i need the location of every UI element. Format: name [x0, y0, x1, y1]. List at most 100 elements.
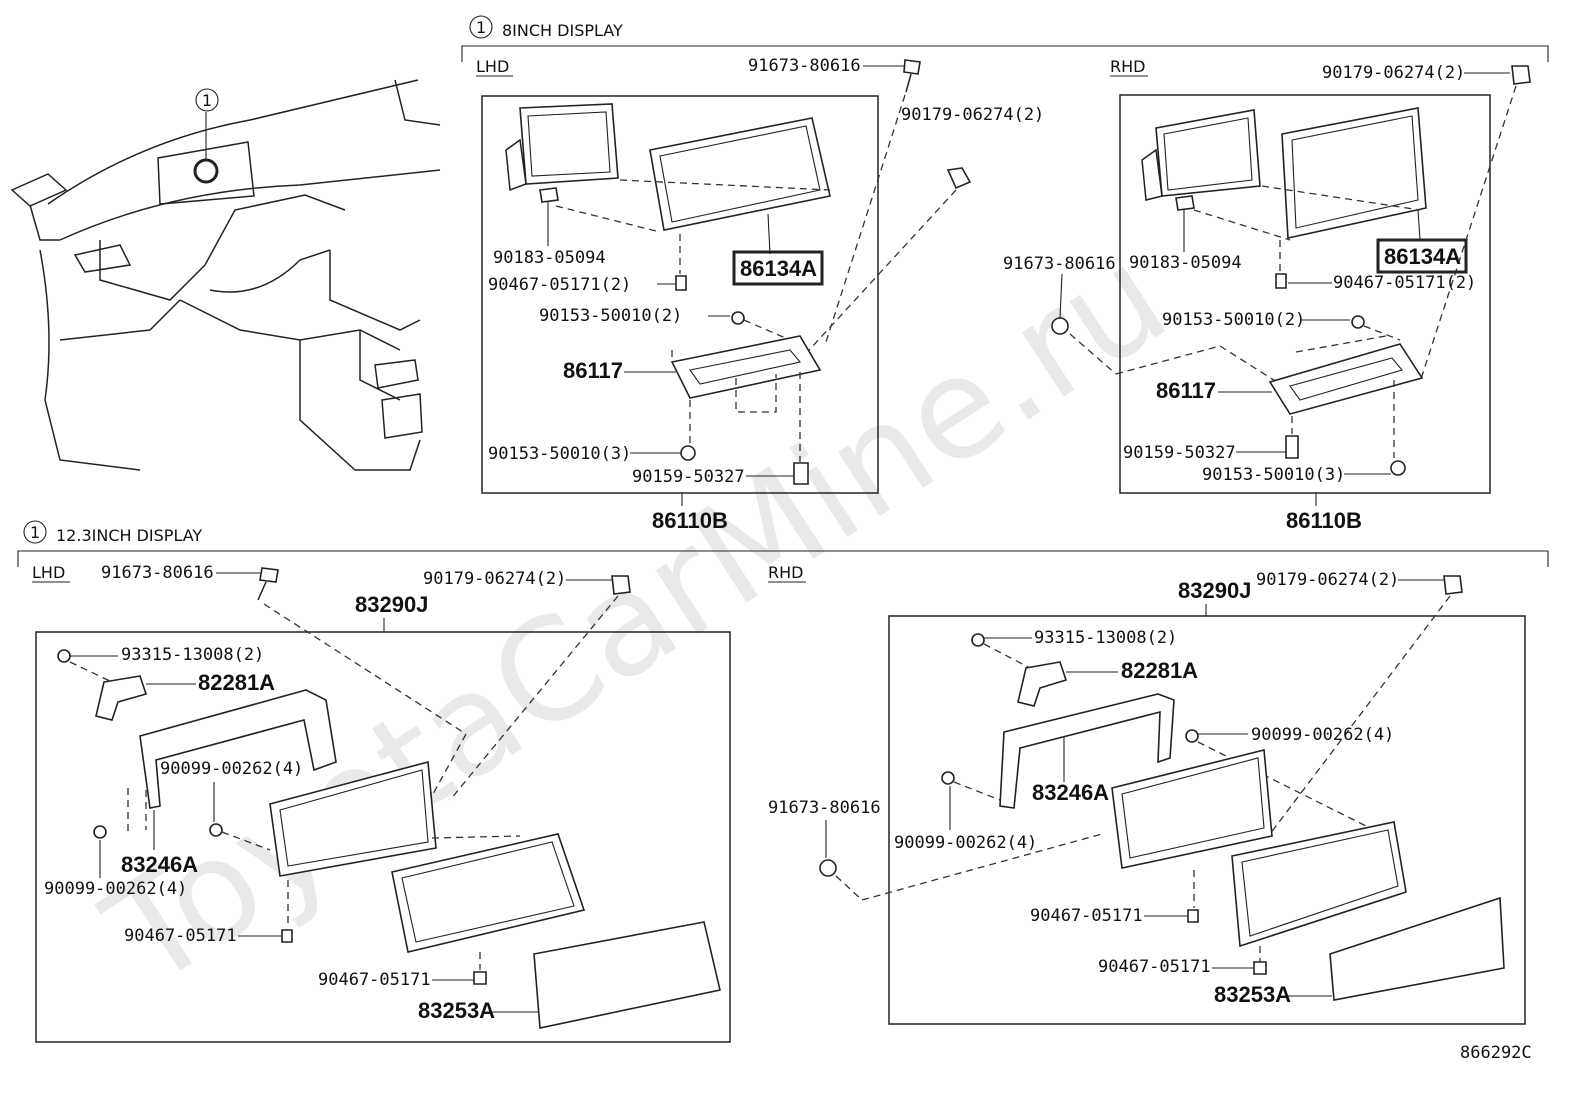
part-number-label: 90179-06274(2): [1322, 63, 1465, 83]
part-number-label: 90467-05171: [1030, 906, 1143, 926]
diagram-stroke: [861, 833, 1103, 901]
diagram-stroke: [59, 299, 181, 341]
diagram-stroke: [953, 781, 1001, 801]
diagram-stroke: [1197, 741, 1367, 827]
display-bezel: [1231, 821, 1407, 948]
diagram-stroke: [461, 45, 1549, 62]
display-unit: [1155, 109, 1261, 197]
diagram-stroke: [1275, 273, 1287, 289]
diagram-stroke: [1269, 595, 1451, 835]
diagram-stroke: [204, 194, 346, 266]
part-number-label: 1: [30, 523, 40, 542]
display-location-circle: [193, 158, 219, 184]
rhd-label: RHD: [768, 563, 803, 582]
part-number-label: 86110B: [652, 508, 728, 533]
display-bezel: [391, 833, 586, 953]
diagram-stroke: [29, 204, 60, 241]
part-number-label: 90153-50010(3): [488, 444, 631, 464]
diagram-stroke: [281, 929, 293, 943]
part-number-label: 1: [476, 18, 486, 37]
diagram-stroke: [23, 520, 47, 544]
rhd-12inch-box: [888, 615, 1526, 1025]
display-frame: [999, 693, 1175, 809]
diagram-stroke: [1363, 325, 1401, 341]
diagram-stroke: [1261, 185, 1421, 211]
screw-icon: [259, 567, 279, 583]
diagram-stroke: [1175, 195, 1195, 211]
diagram-stroke: [209, 823, 223, 837]
part-number-label: 83290J: [1178, 578, 1251, 603]
diagram-stroke: [1241, 829, 1399, 937]
screw-icon: [819, 859, 837, 877]
diagram-stroke: [69, 661, 113, 683]
diagram-stroke: [1141, 148, 1163, 201]
lhd-label: LHD: [32, 563, 65, 582]
part-number-label: 86117: [1156, 378, 1216, 403]
diagram-stroke: [39, 249, 141, 471]
diagram-stroke: [743, 319, 791, 341]
diagram-stroke: [1121, 757, 1265, 859]
part-number-label: 83246A: [1032, 780, 1109, 805]
screw-icon: [903, 59, 921, 75]
part-number-label: 90159-50327: [1123, 443, 1236, 463]
section-12inch-title: 12.3INCH DISPLAY: [56, 526, 202, 545]
part-number-label: 82281A: [198, 670, 275, 695]
cover-glass: [1329, 896, 1505, 1001]
diagram-stroke: [1069, 333, 1117, 375]
diagram-stroke: [941, 771, 955, 785]
part-number-label: 90179-06274(2): [423, 569, 566, 589]
part-number-label: 90099-00262(4): [160, 759, 303, 779]
diagram-stroke: [257, 581, 267, 601]
diagram-stroke: [157, 141, 255, 205]
diagram-stroke: [799, 189, 957, 361]
part-number-label: 83290J: [355, 592, 428, 617]
mounting-bracket-a: [95, 675, 148, 721]
diagram-stroke: [1289, 357, 1403, 401]
part-number-label: 93315-13008(2): [1034, 628, 1177, 648]
diagram-stroke: [824, 94, 906, 346]
part-number-label: 90099-00262(4): [894, 833, 1037, 853]
callout-marker: [195, 88, 219, 112]
diagram-stroke: [394, 79, 441, 126]
lhd-label: LHD: [476, 57, 509, 76]
part-number-label: 91673-80616: [768, 798, 881, 818]
part-number-label: 86134A: [1384, 244, 1461, 269]
lhd-12inch-group: LHD 91673-80616 90179-06274(2) 83290J 93…: [32, 563, 731, 1043]
diagram-stroke: [689, 349, 802, 385]
diagram-stroke: [539, 187, 559, 203]
diagram-stroke: [735, 374, 777, 413]
diagram-stroke: [659, 125, 821, 223]
part-number-label: 91673-80616: [1003, 254, 1116, 274]
display-unit: [519, 103, 619, 185]
cover-glass: [533, 921, 721, 1029]
diagram-stroke: [179, 299, 401, 351]
panel-part-box: [1376, 238, 1468, 274]
clip-icon: [1443, 575, 1463, 595]
part-number-label: 90179-06274(2): [1256, 570, 1399, 590]
part-number-label: 90153-50010(3): [1202, 465, 1345, 485]
lhd-8inch-group: LHD 91673-80616 90179-06274(2) 90183-050…: [476, 56, 1044, 533]
diagram-stroke: [17, 550, 1549, 567]
diagram-stroke: [299, 340, 421, 471]
diagram-stroke: [401, 841, 575, 943]
diagram-stroke: [10, 173, 68, 207]
mounting-bracket-a: [1017, 661, 1068, 707]
clip-icon: [1511, 65, 1531, 85]
part-number-label: 93315-13008(2): [121, 645, 264, 665]
section-8inch-title: 8INCH DISPLAY: [502, 21, 623, 40]
diagram-stroke: [1417, 209, 1421, 241]
diagram-stroke: [99, 240, 206, 301]
diagram-code: 866292C: [1460, 1043, 1532, 1063]
diagram-stroke: [1253, 961, 1267, 975]
diagram-stroke: [675, 275, 687, 291]
diagram-stroke: [1185, 729, 1199, 743]
part-number-label: 1: [202, 91, 212, 110]
part-number-label: 86134A: [740, 256, 817, 281]
diagram-stroke: [263, 603, 467, 735]
diagram-stroke: [1059, 273, 1063, 319]
diagram-stroke: [1419, 85, 1517, 383]
diagram-stroke: [1219, 345, 1281, 385]
section-8inch-header: 1 8INCH DISPLAY: [461, 15, 1549, 62]
part-number-label: 90467-05171(2): [488, 275, 631, 295]
diagram-stroke: [1187, 909, 1199, 923]
